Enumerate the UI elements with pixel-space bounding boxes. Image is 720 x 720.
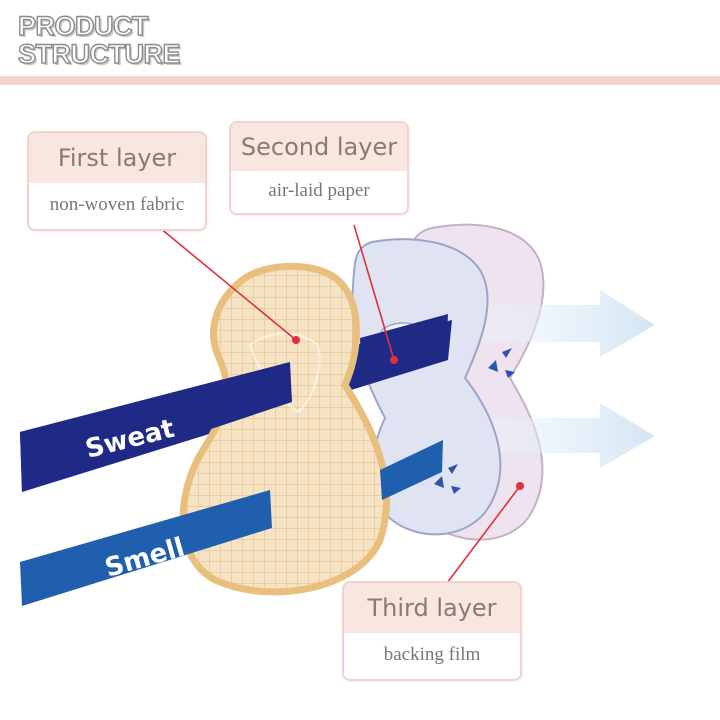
page-heading: PRODUCT STRUCTURE [17,11,181,69]
heading-line-1: PRODUCT [17,11,149,41]
first-layer-callout: First layer non-woven fabric [27,131,207,231]
second-layer-callout: Second layer air-laid paper [229,121,409,215]
first-layer-title: First layer [29,133,205,183]
arrow-right-icon [470,403,655,468]
inward-arrows-icon [434,464,461,494]
first-layer-material: non-woven fabric [29,183,205,227]
third-layer-material: backing film [344,633,520,677]
heading-line-2: STRUCTURE [17,39,181,69]
sweat-band-overlay [20,362,292,492]
smell-band [20,440,443,606]
second-layer-pointer [353,224,398,364]
first-layer-pointer [159,227,300,344]
second-layer-title: Second layer [231,123,407,171]
third-layer-callout: Third layer backing film [342,581,522,681]
second-layer-material: air-laid paper [231,171,407,211]
inward-arrows-icon [488,348,515,378]
arrow-right-icon [470,290,655,357]
third-layer-pointer [446,482,524,584]
sweat-band-far [360,314,448,378]
header-divider [0,76,720,85]
third-layer-title: Third layer [344,583,520,633]
